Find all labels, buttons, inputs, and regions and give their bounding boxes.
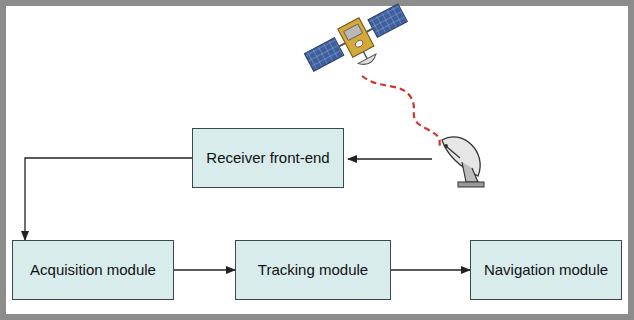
box-label: Acquisition module <box>30 261 156 279</box>
process-box: Navigation module <box>470 240 622 300</box>
flow-arrow <box>391 269 470 270</box>
input-arrow <box>348 158 432 159</box>
ground-antenna <box>442 137 484 187</box>
process-box: Tracking module <box>235 240 391 300</box>
satellite <box>302 0 417 88</box>
process-box: Acquisition module <box>12 240 174 300</box>
box-label: Receiver front-end <box>206 149 329 167</box>
signal-path <box>362 76 440 146</box>
box-label: Navigation module <box>484 261 608 279</box>
flow-arrow <box>25 158 192 240</box>
process-box: Receiver front-end <box>192 128 344 188</box>
box-label: Tracking module <box>258 261 368 279</box>
flow-arrow <box>174 269 235 270</box>
